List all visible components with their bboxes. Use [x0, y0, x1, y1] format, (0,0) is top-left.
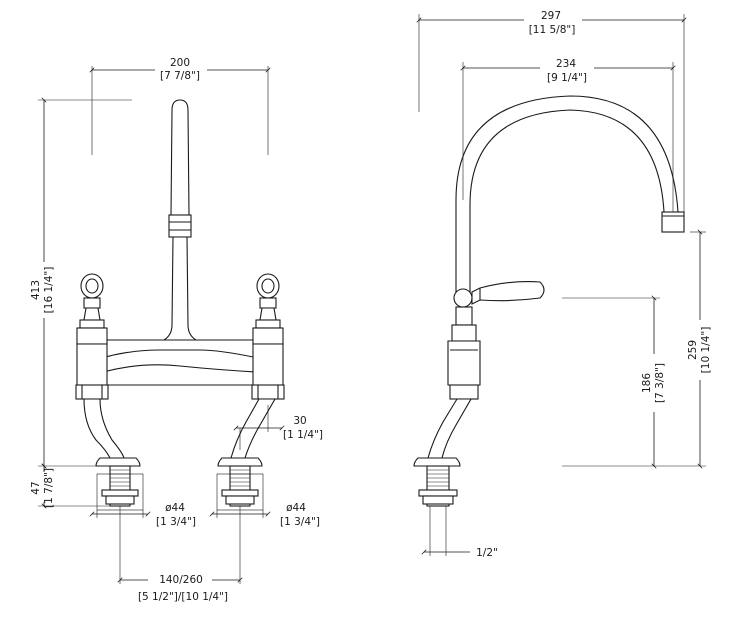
left-leg: [83, 398, 141, 467]
side-lever-height-dimension: 186 [7 3/8"]: [562, 295, 706, 469]
side-spout: [455, 95, 685, 300]
side-thread-label: 1/2": [476, 547, 498, 559]
side-leg: [413, 398, 472, 467]
right-leg: [217, 398, 276, 467]
side-lever-handle: [453, 281, 545, 308]
front-height-dimension: 413 [16 1/4"]: [28, 97, 132, 469]
side-thread-dimension: 1/2": [421, 506, 498, 559]
front-centres-in: [5 1/2"]/[10 1/4"]: [138, 591, 228, 603]
front-width-in: [7 7/8"]: [160, 70, 200, 82]
front-width-dimension: 200 [7 7/8"]: [89, 56, 271, 155]
side-view: 297 [11 5/8"] 234 [9 1/4"] 186 [7 3/8"]: [413, 8, 716, 559]
side-spout-reach-dimension: 234 [9 1/4"]: [460, 56, 676, 212]
side-valve-body: [447, 306, 481, 400]
side-spout-height-mm: 259: [687, 340, 699, 360]
side-spout-height-in: [10 1/4"]: [700, 327, 712, 374]
side-spout-reach-in: [9 1/4"]: [547, 72, 587, 84]
side-spout-reach-mm: 234: [556, 58, 576, 70]
left-diameter-mm: ø44: [165, 502, 185, 514]
front-centres-dimension: 140/260 [5 1/2"]/[10 1/4"]: [117, 506, 243, 603]
left-diameter-in: [1 3/4"]: [156, 516, 196, 528]
front-shank-dimension: 47 [1 7/8"]: [28, 463, 110, 509]
side-lever-height-in: [7 3/8"]: [654, 363, 666, 403]
side-shank: [418, 465, 458, 507]
front-shank-in: [1 7/8"]: [43, 468, 55, 508]
front-centres-mm: 140/260: [159, 574, 203, 586]
side-overall-reach-in: [11 5/8"]: [529, 24, 576, 36]
right-shank: [216, 465, 264, 511]
front-bridge: [99, 339, 261, 386]
front-offset-mm: 30: [293, 415, 306, 427]
front-offset-in: [1 1/4"]: [283, 429, 323, 441]
front-offset-dimension: 30 [1 1/4"]: [233, 405, 323, 450]
side-lever-height-mm: 186: [641, 373, 653, 393]
right-diameter-in: [1 3/4"]: [280, 516, 320, 528]
left-valve: [75, 273, 109, 400]
front-shank-mm: 47: [30, 481, 42, 494]
side-overall-reach-dimension: 297 [11 5/8"]: [416, 8, 687, 212]
right-diameter-mm: ø44: [286, 502, 306, 514]
front-width-mm: 200: [170, 57, 190, 69]
front-height-in: [16 1/4"]: [43, 267, 55, 314]
side-spout-height-dimension: 259 [10 1/4"]: [686, 229, 716, 469]
left-shank: [96, 465, 144, 511]
right-valve: [251, 273, 285, 400]
side-overall-reach-mm: 297: [541, 10, 561, 22]
right-diameter-dimension: ø44 [1 3/4"]: [209, 502, 320, 528]
front-standpipe: [162, 99, 198, 341]
front-view: 200 [7 7/8"] 413 [16 1/4"] 47 [1 7/8"] 3…: [28, 56, 323, 603]
front-height-mm: 413: [30, 280, 42, 300]
